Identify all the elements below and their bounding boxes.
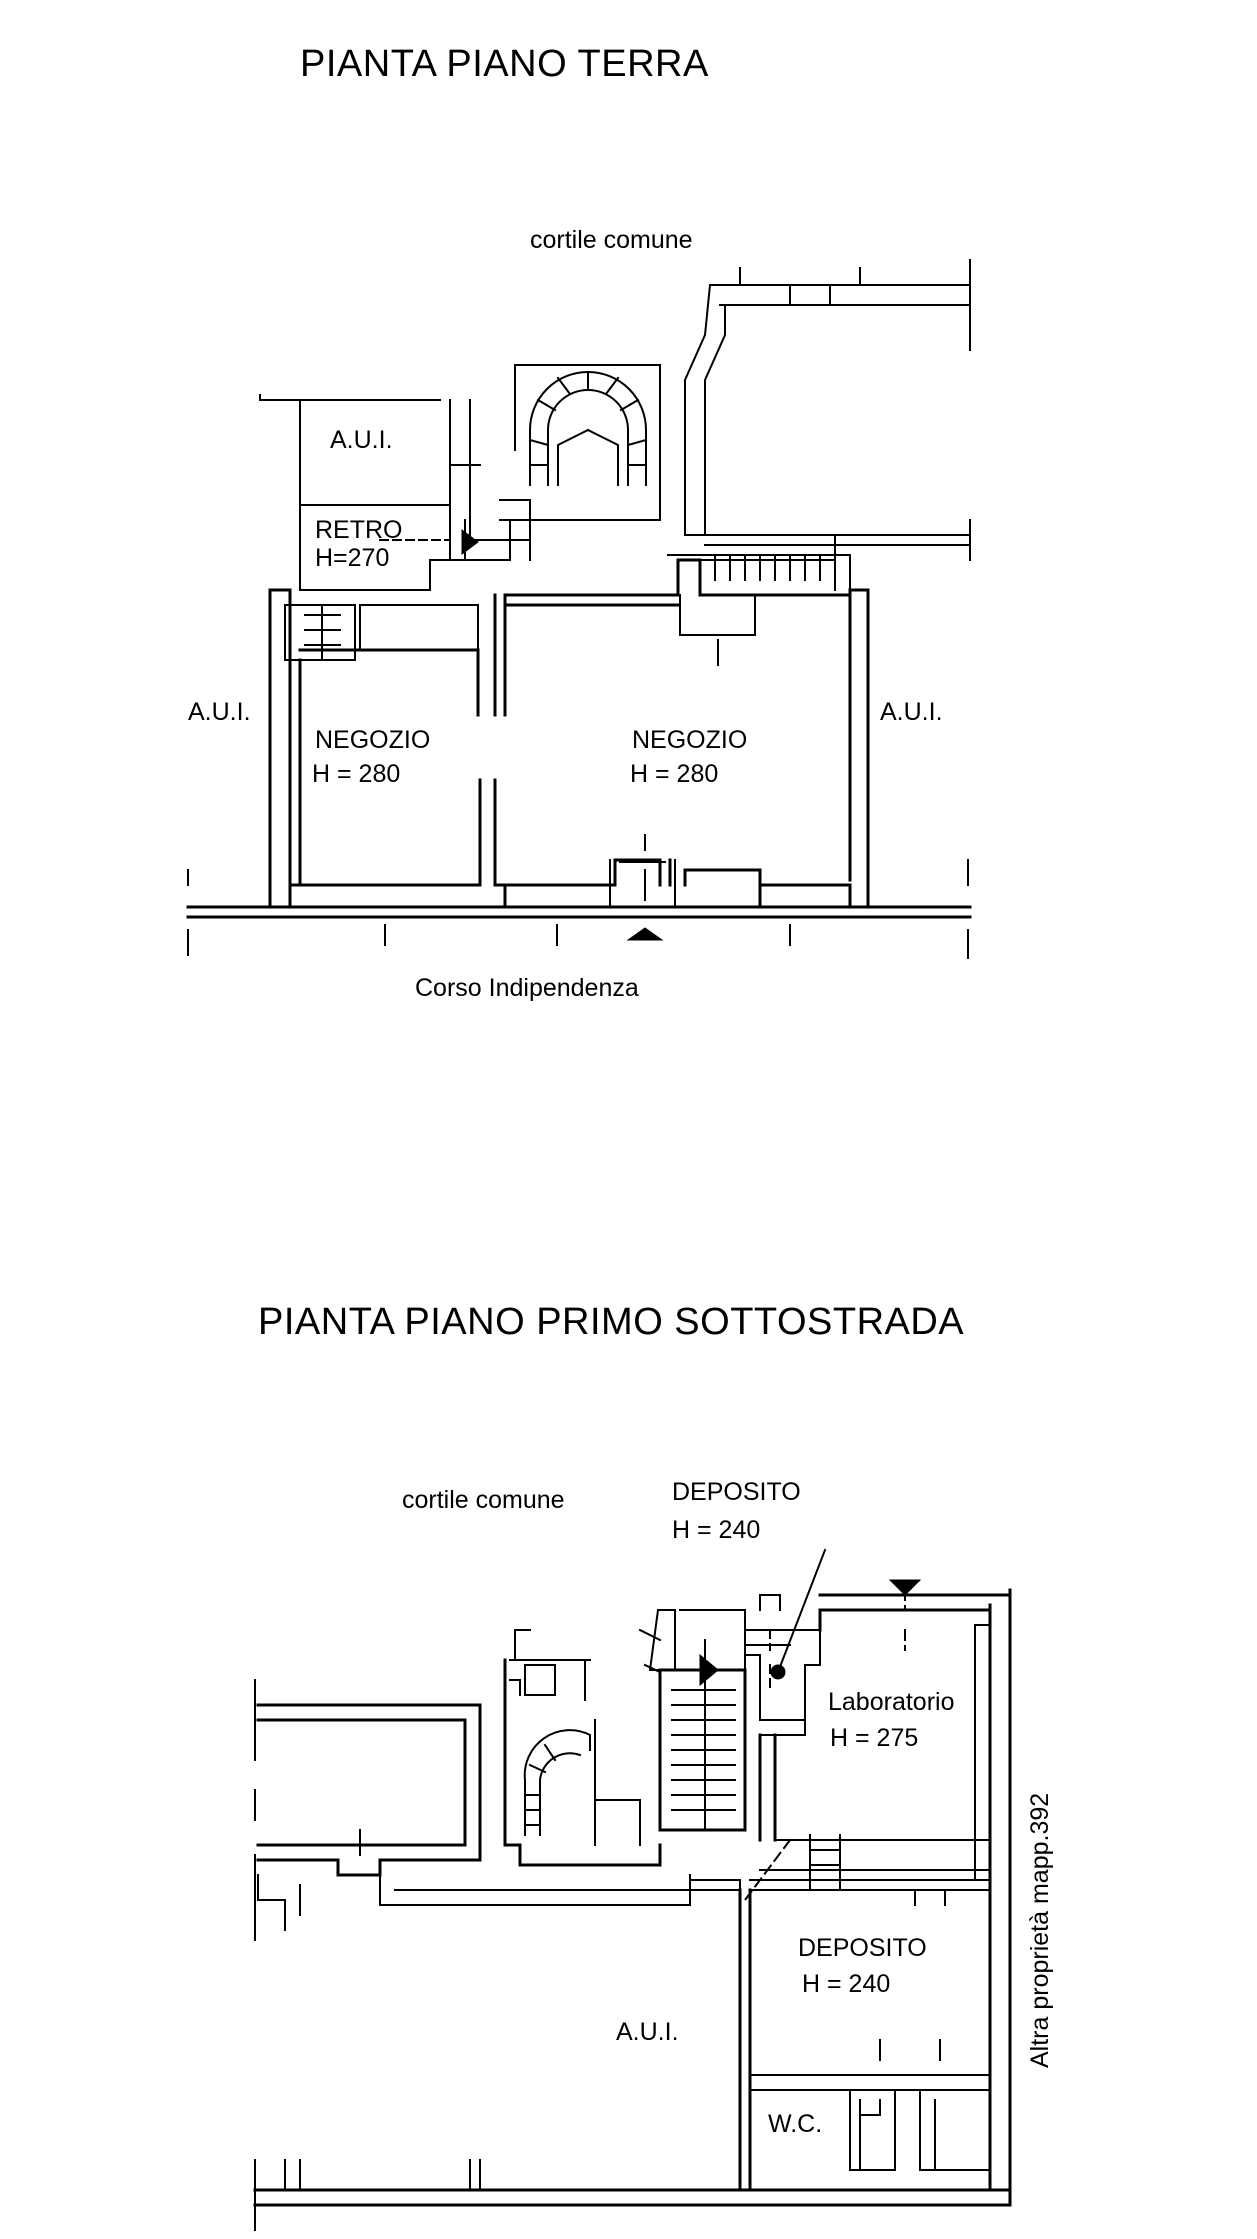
ground-room-aui-left: A.U.I.	[188, 698, 251, 726]
basement-room-laboratorio-height: H = 275	[830, 1724, 919, 1752]
basement-room-deposito-top-name: DEPOSITO	[672, 1478, 801, 1506]
ground-room-aui-top: A.U.I.	[330, 426, 393, 454]
ground-room-negozio-right-name: NEGOZIO	[632, 726, 748, 754]
ground-floor-title: PIANTA PIANO TERRA	[300, 43, 709, 85]
basement-plan	[253, 1548, 1012, 2231]
basement-side-note: Altra proprietà mapp.392	[1026, 1792, 1054, 2068]
ground-room-negozio-right-height: H = 280	[630, 760, 719, 788]
basement-room-deposito-mid-height: H = 240	[802, 1970, 891, 1998]
ground-room-aui-right: A.U.I.	[880, 698, 943, 726]
ground-floor-plan	[186, 259, 972, 959]
ground-street-label: Corso Indipendenza	[415, 974, 639, 1002]
basement-courtyard-label: cortile comune	[402, 1486, 565, 1514]
ground-room-retro-height: H=270	[315, 544, 390, 572]
basement-title: PIANTA PIANO PRIMO SOTTOSTRADA	[258, 1301, 965, 1343]
ground-courtyard-label: cortile comune	[530, 226, 693, 254]
basement-room-deposito-mid-name: DEPOSITO	[798, 1934, 927, 1962]
ground-room-negozio-left-height: H = 280	[312, 760, 401, 788]
basement-room-aui: A.U.I.	[616, 2018, 679, 2046]
basement-room-wc: W.C.	[768, 2110, 823, 2138]
ground-room-negozio-left-name: NEGOZIO	[315, 726, 431, 754]
basement-room-laboratorio-name: Laboratorio	[828, 1688, 955, 1716]
basement-room-deposito-top-height: H = 240	[672, 1516, 761, 1544]
ground-room-retro-name: RETRO	[315, 516, 403, 544]
